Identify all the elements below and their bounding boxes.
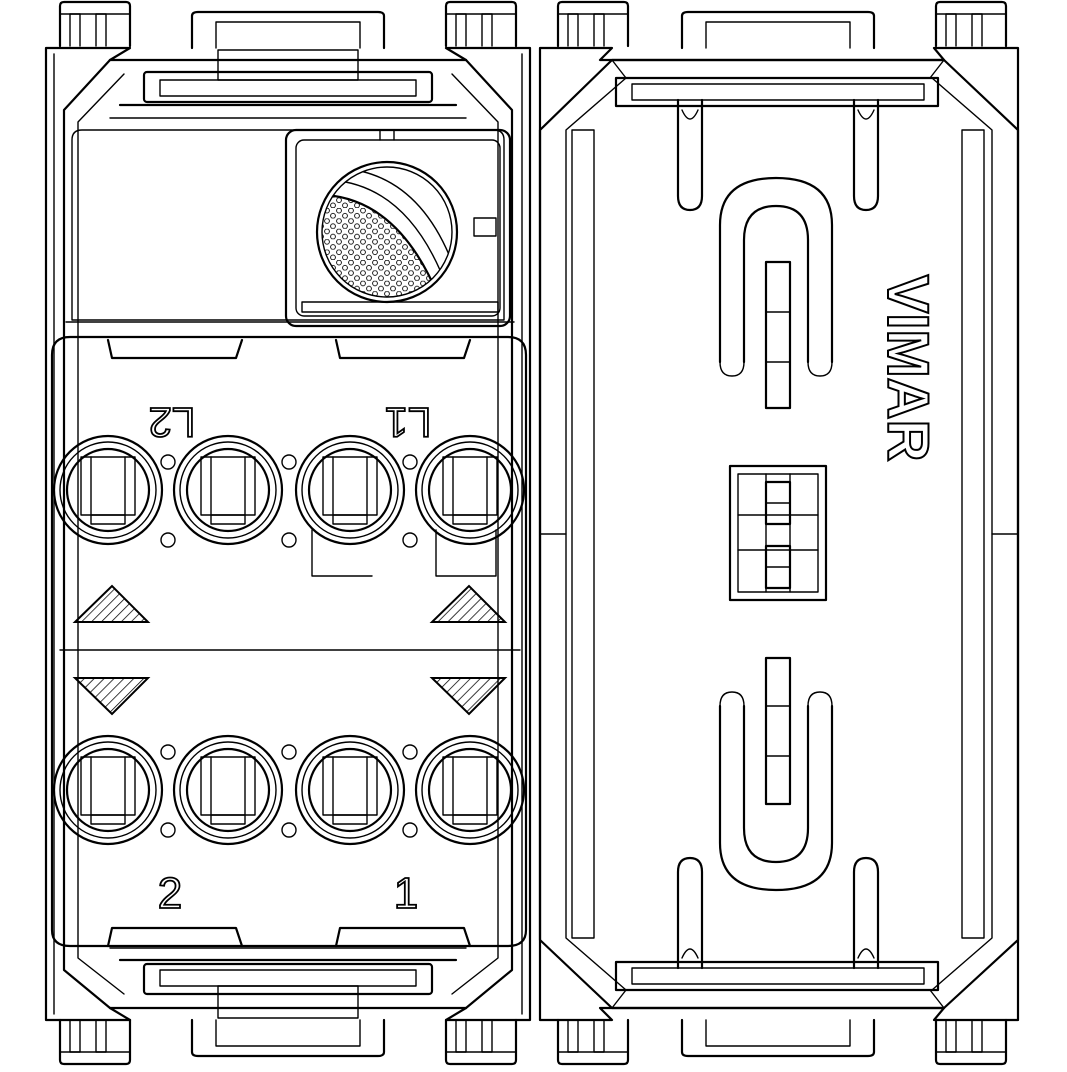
terminal-row-bottom: [52, 734, 526, 846]
arrow-up-icon: [72, 584, 151, 623]
screw-terminal: [172, 434, 284, 546]
arrow-up-icon: [429, 584, 508, 623]
terminal-label-l1: L1: [385, 399, 432, 446]
terminal-label-l2: L2: [149, 399, 196, 446]
clip-tab: [58, 1018, 132, 1066]
clip-tab: [934, 1018, 1008, 1066]
lens-icon: [315, 160, 459, 304]
arrow-down-icon: [429, 677, 508, 716]
clip-tab: [934, 0, 1008, 48]
screw-terminal: [294, 434, 406, 546]
screw-terminal: [52, 734, 164, 846]
brand-logo-text: VIMAR: [875, 275, 940, 462]
clip-tab: [444, 1018, 518, 1066]
screw-terminal: [294, 734, 406, 846]
clip-tab: [58, 0, 132, 48]
terminal-label-1: 1: [394, 869, 418, 918]
screw-terminal: [414, 734, 526, 846]
right-module: VIMAR: [538, 0, 1020, 1066]
screw-terminal: [52, 434, 164, 546]
arrow-down-icon: [72, 677, 151, 716]
left-module: L2 L1: [44, 0, 532, 1066]
screw-terminal: [172, 734, 284, 846]
terminal-row-top: [52, 434, 526, 577]
terminal-label-2: 2: [158, 869, 182, 918]
screw-terminal: [414, 434, 526, 546]
clip-tab: [556, 0, 630, 48]
clip-tab: [556, 1018, 630, 1066]
clip-tab: [444, 0, 518, 48]
connector-icon: [728, 464, 828, 602]
terminal-block: [50, 335, 528, 948]
sensor-housing: [284, 128, 512, 328]
